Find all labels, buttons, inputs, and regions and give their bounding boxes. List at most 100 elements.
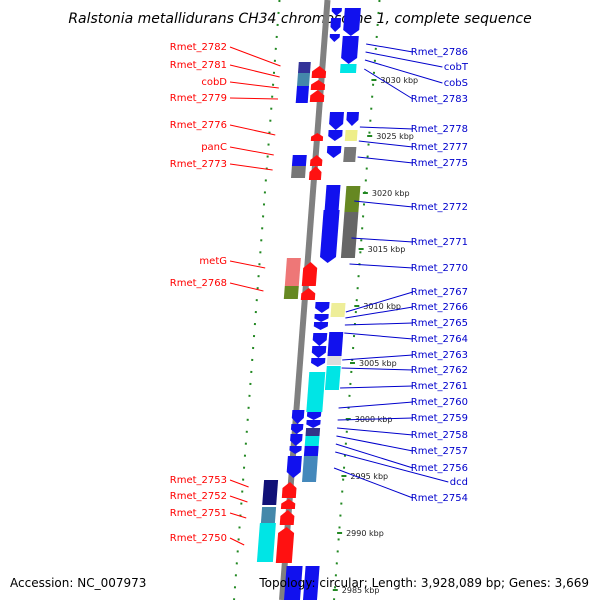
- right-label-connector: [342, 354, 413, 361]
- gene-feature: [311, 66, 327, 78]
- gene-feature: [279, 510, 295, 525]
- scale-tick-label: 3010 kbp: [363, 302, 401, 311]
- right-label-connector: [338, 401, 413, 409]
- gene-feature: [313, 322, 329, 330]
- right-gene-label: Rmet_2770: [411, 263, 468, 274]
- gene-feature: [275, 527, 295, 563]
- gene-feature: [309, 90, 325, 102]
- left-gene-label: Rmet_2753: [170, 475, 227, 486]
- gene-feature: [327, 332, 344, 356]
- gene-feature: [306, 420, 321, 428]
- gene-feature: [315, 302, 330, 313]
- left-label-connector: [229, 64, 280, 78]
- gene-feature: [329, 112, 344, 130]
- right-gene-label: Rmet_2772: [411, 202, 468, 213]
- summary-text: Topology: circular; Length: 3,928,089 bp…: [258, 576, 589, 590]
- left-label-connector: [229, 163, 273, 171]
- right-label-connector: [337, 417, 413, 421]
- gene-feature: [326, 356, 342, 365]
- dotted-tracks: [233, 0, 381, 600]
- gene-feature: [310, 133, 324, 141]
- accession-text: Accession: NC_007973: [10, 576, 146, 590]
- right-gene-label: dcd: [450, 477, 468, 488]
- gene-feature: [340, 212, 359, 258]
- gene-feature: [309, 155, 323, 166]
- right-label-connector: [359, 126, 413, 130]
- gene-feature: [256, 523, 276, 562]
- left-gene-label: Rmet_2752: [170, 491, 227, 502]
- gene-feature: [305, 428, 321, 436]
- right-gene-label: Rmet_2766: [411, 302, 468, 313]
- right-label-connector: [333, 467, 414, 499]
- right-gene-label: Rmet_2759: [411, 413, 468, 424]
- gene-feature: [326, 146, 342, 158]
- gene-feature: [330, 303, 346, 317]
- left-gene-label: Rmet_2776: [170, 120, 227, 131]
- gene-feature: [324, 366, 341, 390]
- left-gene-label: Rmet_2781: [170, 60, 227, 71]
- right-gene-label: Rmet_2756: [411, 463, 468, 474]
- scale-tick-label: 3025 kbp: [376, 132, 414, 141]
- left-label-connector: [229, 260, 266, 269]
- right-label-connector: [354, 200, 413, 208]
- gene-feature: [312, 333, 328, 346]
- gene-feature: [343, 8, 361, 36]
- gene-feature: [295, 86, 309, 103]
- right-label-connector: [336, 435, 413, 452]
- right-gene-label: Rmet_2760: [411, 397, 468, 408]
- left-label-connector: [229, 479, 249, 488]
- gene-feature: [329, 34, 340, 42]
- right-gene-label: Rmet_2783: [411, 94, 468, 105]
- gene-features: [256, 8, 361, 600]
- gene-feature: [290, 424, 304, 434]
- gene-feature: [331, 8, 342, 16]
- right-gene-label: Rmet_2786: [411, 47, 468, 58]
- gene-feature: [343, 147, 357, 162]
- right-gene-label: Rmet_2758: [411, 430, 468, 441]
- left-gene-label: Rmet_2779: [170, 93, 227, 104]
- gene-feature: [344, 186, 361, 212]
- gene-feature: [314, 314, 329, 322]
- right-gene-label: Rmet_2775: [411, 158, 468, 169]
- gene-feature: [346, 112, 359, 126]
- gene-feature: [291, 155, 307, 166]
- gene-feature: [303, 566, 320, 600]
- right-gene-label: Rmet_2778: [411, 124, 468, 135]
- left-label-connector: [229, 81, 279, 89]
- left-label-connector: [229, 46, 281, 67]
- right-label-connector: [345, 291, 414, 313]
- gene-feature: [286, 456, 302, 478]
- gene-feature: [330, 18, 342, 32]
- gene-feature: [280, 499, 296, 509]
- right-dotted-track: [333, 0, 381, 600]
- right-label-connector: [344, 332, 413, 340]
- right-gene-label: Rmet_2777: [411, 142, 468, 153]
- right-gene-label: Rmet_2762: [411, 365, 468, 376]
- gene-feature: [302, 456, 318, 482]
- right-gene-label: Rmet_2765: [411, 318, 468, 329]
- right-gene-label: cobS: [444, 78, 468, 89]
- right-gene-label: Rmet_2763: [411, 350, 468, 361]
- right-gene-label: Rmet_2764: [411, 334, 468, 345]
- gene-feature: [297, 73, 310, 86]
- gene-feature: [308, 166, 322, 180]
- right-label-connector: [341, 367, 413, 371]
- right-gene-label: Rmet_2754: [411, 493, 468, 504]
- gene-feature: [311, 358, 326, 367]
- gene-feature: [324, 185, 341, 213]
- scale-tick-label: 2985 kbp: [342, 586, 380, 595]
- left-label-connector: [229, 282, 264, 292]
- scale-tick-label: 2990 kbp: [346, 529, 384, 538]
- gene-feature: [320, 210, 340, 263]
- left-label-connector: [229, 124, 276, 136]
- gene-feature: [284, 566, 303, 600]
- gene-feature: [306, 412, 322, 420]
- gene-feature: [311, 346, 327, 358]
- gene-feature: [260, 507, 277, 523]
- right-gene-label: cobT: [444, 62, 469, 73]
- left-label-connector: [229, 146, 274, 156]
- left-label-connector: [229, 495, 248, 503]
- gene-feature: [283, 286, 299, 299]
- left-label-connector: [229, 537, 245, 546]
- right-gene-label: Rmet_2771: [411, 237, 468, 248]
